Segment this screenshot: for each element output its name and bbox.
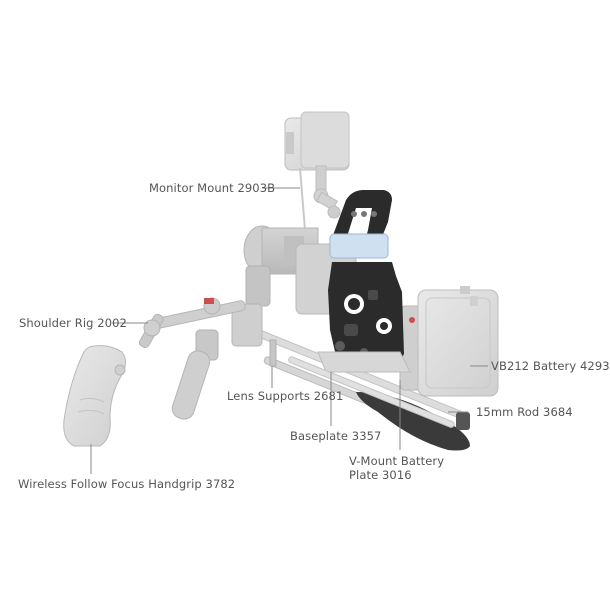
label-vb212-battery: VB212 Battery 4293 [491, 359, 610, 373]
label-monitor-mount: Monitor Mount 2903B [149, 181, 276, 195]
label-vmount-plate-line1: V-Mount Battery [349, 454, 445, 468]
shoulder-rig-arm [138, 297, 246, 420]
baseplate [317, 351, 411, 373]
monitor [284, 111, 350, 171]
leader-lines [90, 187, 488, 474]
rod-15mm-front [288, 356, 455, 428]
cable-clamp [329, 233, 389, 259]
label-handgrip: Wireless Follow Focus Handgrip 3782 [18, 477, 236, 491]
monitor-mount-arm [313, 165, 341, 219]
camera-cage [328, 262, 404, 368]
label-lens-supports: Lens Supports 2681 [227, 389, 344, 403]
lens-support-post [269, 339, 277, 367]
vb212-battery [409, 286, 499, 397]
label-vmount-plate-line2: Plate 3016 [349, 468, 412, 482]
label-vmount-plate: V-Mount Battery Plate 3016 [349, 454, 459, 482]
label-baseplate: Baseplate 3357 [290, 429, 382, 443]
shoulder-pad [356, 392, 470, 451]
label-shoulder-rig: Shoulder Rig 2002 [19, 316, 127, 330]
label-15mm-rod: 15mm Rod 3684 [476, 405, 573, 419]
rod-end-cap [456, 412, 470, 430]
handgrip [63, 345, 126, 447]
